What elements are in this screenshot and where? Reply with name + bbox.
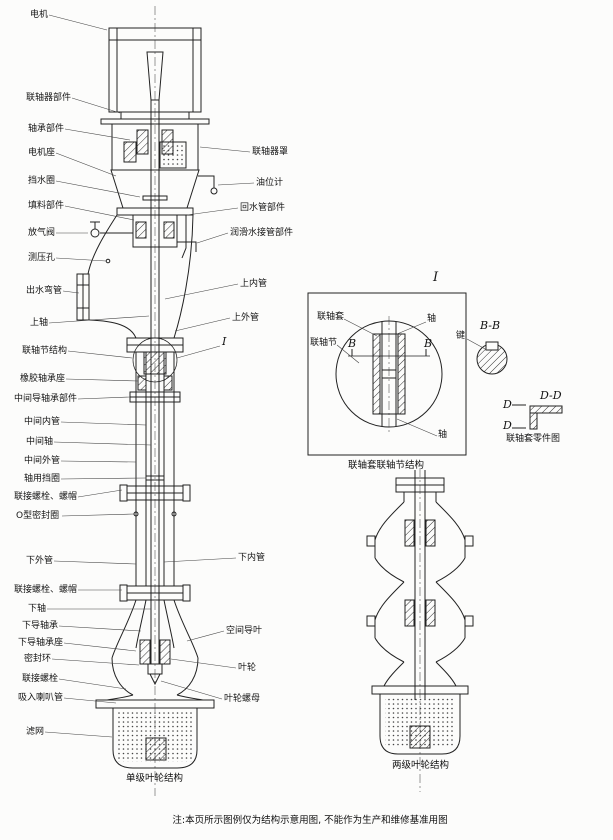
section-mark-I: I xyxy=(222,335,227,348)
label-water-slinger: 挡水圈 xyxy=(28,176,56,186)
label-coupling-joint: 联轴节 xyxy=(310,338,338,348)
label-air-valve: 放气阀 xyxy=(28,228,56,238)
label-return-pipe: 回水管部件 xyxy=(240,203,286,213)
label-shaft-upper: 轴 xyxy=(427,314,437,324)
label-coupling-structure: 联轴节结构 xyxy=(22,346,68,356)
label-outlet-elbow: 出水弯管 xyxy=(26,286,63,296)
label-lower-guide-bearing-seat: 下导轴承座 xyxy=(18,638,64,648)
caption-detail-structure: 联轴套联轴节结构 xyxy=(348,460,425,471)
leader-lines xyxy=(44,14,488,738)
label-upper-outer-tube: 上外管 xyxy=(232,313,260,323)
label-mid-inner-tube: 中间内管 xyxy=(24,417,61,427)
label-impeller: 叶轮 xyxy=(238,663,257,673)
label-key: 键 xyxy=(456,331,466,341)
label-bearing-assembly: 轴承部件 xyxy=(28,124,65,134)
shaft-lines xyxy=(150,100,160,664)
label-impeller-nut: 叶轮螺母 xyxy=(224,694,261,704)
motor-stand xyxy=(110,169,218,216)
section-title-DD: D-D xyxy=(540,389,562,402)
label-lower-inner-tube: 下内管 xyxy=(238,553,266,563)
outlet-elbow xyxy=(76,214,194,339)
page-note: 注:本页所示图例仅为结构示意用图, 不能作为生产和维修基准用图 xyxy=(172,815,448,826)
detail-mark-I: I xyxy=(433,270,439,285)
label-pressure-tap: 测压孔 xyxy=(28,253,56,263)
stuffing-box xyxy=(90,214,197,259)
label-rubber-bearing-seat: 橡胶轴承座 xyxy=(20,374,66,384)
label-o-ring: O型密封圈 xyxy=(16,511,60,521)
label-motor-stand: 电机座 xyxy=(28,148,56,158)
label-space-guide-vane: 空间导叶 xyxy=(226,626,263,636)
section-arrow-B-left: B xyxy=(348,337,357,350)
label-coupling-assembly: 联轴器部件 xyxy=(26,93,72,103)
label-coupling-guard: 联轴器罩 xyxy=(252,147,289,157)
detail-I-view xyxy=(307,292,467,456)
main-pump-section xyxy=(76,27,218,769)
label-bolts-nuts-lower: 联接螺栓、螺帽 xyxy=(14,585,78,595)
section-arrow-B-right: B xyxy=(424,337,433,350)
label-shaft-lower: 轴 xyxy=(438,430,448,440)
label-coupling-sleeve: 联轴套 xyxy=(317,312,345,322)
label-packing-assembly: 填料部件 xyxy=(28,201,65,211)
motor-body xyxy=(108,27,202,120)
section-title-BB: B-B xyxy=(480,319,501,332)
column-pipe xyxy=(119,337,191,602)
single-stage-bowl xyxy=(95,599,215,709)
label-seal-ring: 密封环 xyxy=(24,654,52,664)
label-sleeve-part-drawing: 联轴套零件图 xyxy=(506,434,561,444)
section-DD-view xyxy=(512,404,563,430)
label-lower-shaft: 下轴 xyxy=(28,604,47,614)
label-retaining-ring: 轴用挡圈 xyxy=(24,474,61,484)
label-oil-gauge: 油位计 xyxy=(256,178,284,188)
label-upper-inner-tube: 上内管 xyxy=(240,279,268,289)
label-strainer: 滤网 xyxy=(26,727,45,737)
coupling-and-bearing xyxy=(100,118,210,170)
label-lower-outer-tube: 下外管 xyxy=(26,556,54,566)
section-arrow-D-upper: D xyxy=(503,398,512,411)
section-BB-view xyxy=(476,341,508,375)
label-connect-bolts: 联接螺栓 xyxy=(22,674,59,684)
section-arrow-D-lower: D xyxy=(503,419,512,432)
label-lower-guide-bearing: 下导轴承 xyxy=(22,621,59,631)
two-stage-structure xyxy=(366,470,474,755)
label-bolts-nuts-upper: 联接螺栓、螺帽 xyxy=(14,492,78,502)
label-mid-shaft: 中间轴 xyxy=(26,437,54,447)
label-lube-pipe: 润滑水接管部件 xyxy=(230,228,294,238)
caption-two-stage: 两级叶轮结构 xyxy=(392,760,450,771)
label-motor: 电机 xyxy=(30,10,49,20)
label-mid-guide-bearing: 中间导轴承部件 xyxy=(14,394,78,404)
caption-single-stage: 单级叶轮结构 xyxy=(126,773,184,784)
strainer-single xyxy=(112,707,198,769)
label-mid-outer-tube: 中间外管 xyxy=(24,456,61,466)
label-suction-bell: 吸入喇叭管 xyxy=(18,693,64,703)
label-upper-shaft: 上轴 xyxy=(30,318,49,328)
